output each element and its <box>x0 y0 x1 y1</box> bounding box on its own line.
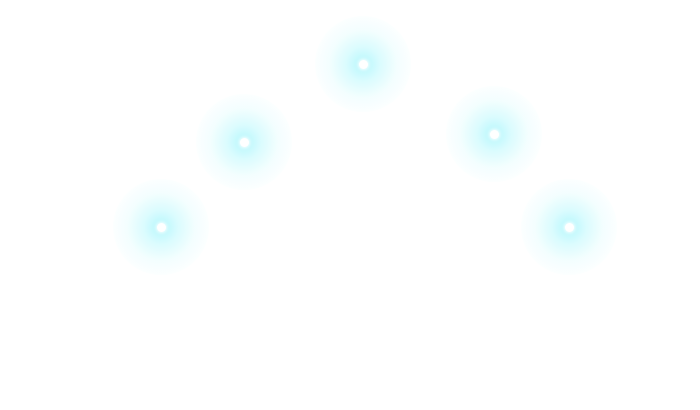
glow-core <box>489 129 499 139</box>
glow-core <box>358 59 368 69</box>
glow-halo <box>196 94 292 190</box>
glow-halo <box>315 16 411 112</box>
glow-core <box>156 222 166 232</box>
glow-halo <box>113 179 209 275</box>
glow-core <box>564 222 574 232</box>
glow-dot-icon <box>521 179 617 275</box>
glow-dot-icon <box>113 179 209 275</box>
glow-dot-icon <box>196 94 292 190</box>
glow-dot-icon <box>315 16 411 112</box>
glow-halo <box>446 86 542 182</box>
glow-core <box>239 137 249 147</box>
glow-halo <box>521 179 617 275</box>
glow-dot-icon <box>446 86 542 182</box>
